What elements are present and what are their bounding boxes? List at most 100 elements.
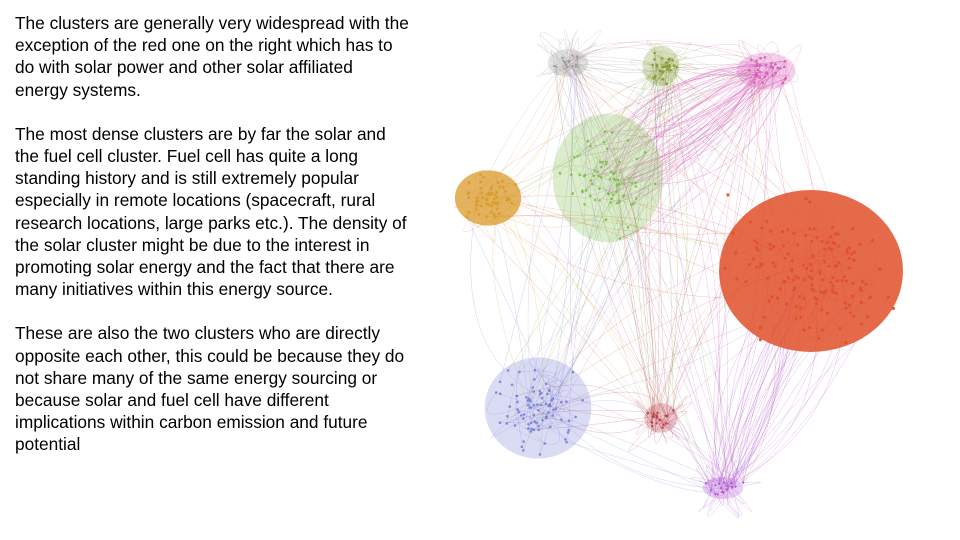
node-olive [675,65,679,69]
node-blue [554,407,557,411]
node-orange [465,215,468,218]
node-green [618,237,622,240]
edge [523,397,549,428]
node-magenta [776,66,779,69]
edge [569,64,576,373]
node-orange [493,215,497,219]
node-red [781,229,785,234]
edge [506,219,607,424]
node-orange [495,196,499,199]
edge [654,59,728,490]
edge [636,79,786,199]
node-green [622,194,625,198]
edge [559,62,601,163]
edge [707,486,733,517]
node-green [616,178,620,182]
node-blue [581,399,584,402]
node-red [823,260,827,264]
edge [654,76,678,425]
node-red [783,280,787,284]
node-red [815,236,819,240]
edge [631,73,757,184]
node-red [812,289,816,293]
edge [609,75,757,180]
edge [590,163,618,181]
node-green [609,201,612,204]
edge [523,66,678,451]
node-red [844,279,848,283]
edge [654,65,658,83]
node-blue [522,440,525,443]
node-blue [522,449,525,452]
edge [517,390,565,416]
node-blue [539,403,543,407]
node-green [604,162,608,166]
edge [726,470,737,490]
node-magenta [756,68,760,71]
node-red [768,242,772,246]
node-blue [546,392,549,396]
node-olive [660,57,664,60]
edge [567,66,761,79]
node-red [755,246,759,250]
edge [466,216,562,420]
edge [662,66,695,90]
node-red [786,276,790,280]
node-red [808,326,812,330]
node-green [576,155,579,158]
node-red [810,239,814,243]
node-orange [467,181,471,185]
node-purple [714,493,717,496]
node-orange [495,202,499,206]
node-red [755,241,760,245]
node-blue [531,386,535,389]
edge [490,418,524,438]
edge [616,75,656,193]
node-red [866,315,870,319]
node-red [804,233,808,238]
edge [610,79,786,173]
edge [695,468,716,495]
edge [515,395,576,431]
node-green [634,185,638,188]
node-green [590,182,594,186]
node-blue [540,396,544,400]
edge [655,56,688,77]
node-green [643,151,647,154]
edge [627,60,757,228]
node-gray [568,59,571,62]
node-green [592,174,596,178]
edge [494,202,762,265]
node-red [794,304,798,308]
edge [715,466,744,490]
node-orange [479,187,483,190]
edge [652,416,677,425]
edge [709,482,732,512]
node-green [601,160,604,164]
node-blue [560,400,563,404]
edge [553,65,728,490]
node-green [622,182,626,186]
node-green [626,226,630,229]
node-darkred [651,415,655,419]
node-red [781,244,785,248]
edge [530,363,548,395]
node-blue [513,424,517,427]
cluster-magenta-blob [736,52,796,90]
edge [549,59,752,405]
node-magenta [748,68,751,72]
edge [631,63,772,184]
edge [554,57,577,75]
node-green [603,130,607,133]
node-red [847,303,852,307]
cluster-purple-blob [702,476,744,500]
edge [611,198,716,486]
edge [466,216,652,423]
node-magenta [756,62,759,66]
node-red [827,264,831,268]
node-olive [652,77,656,80]
node-magenta [783,65,786,69]
edge [647,59,673,80]
node-orange [492,197,496,201]
node-blue [544,382,548,386]
